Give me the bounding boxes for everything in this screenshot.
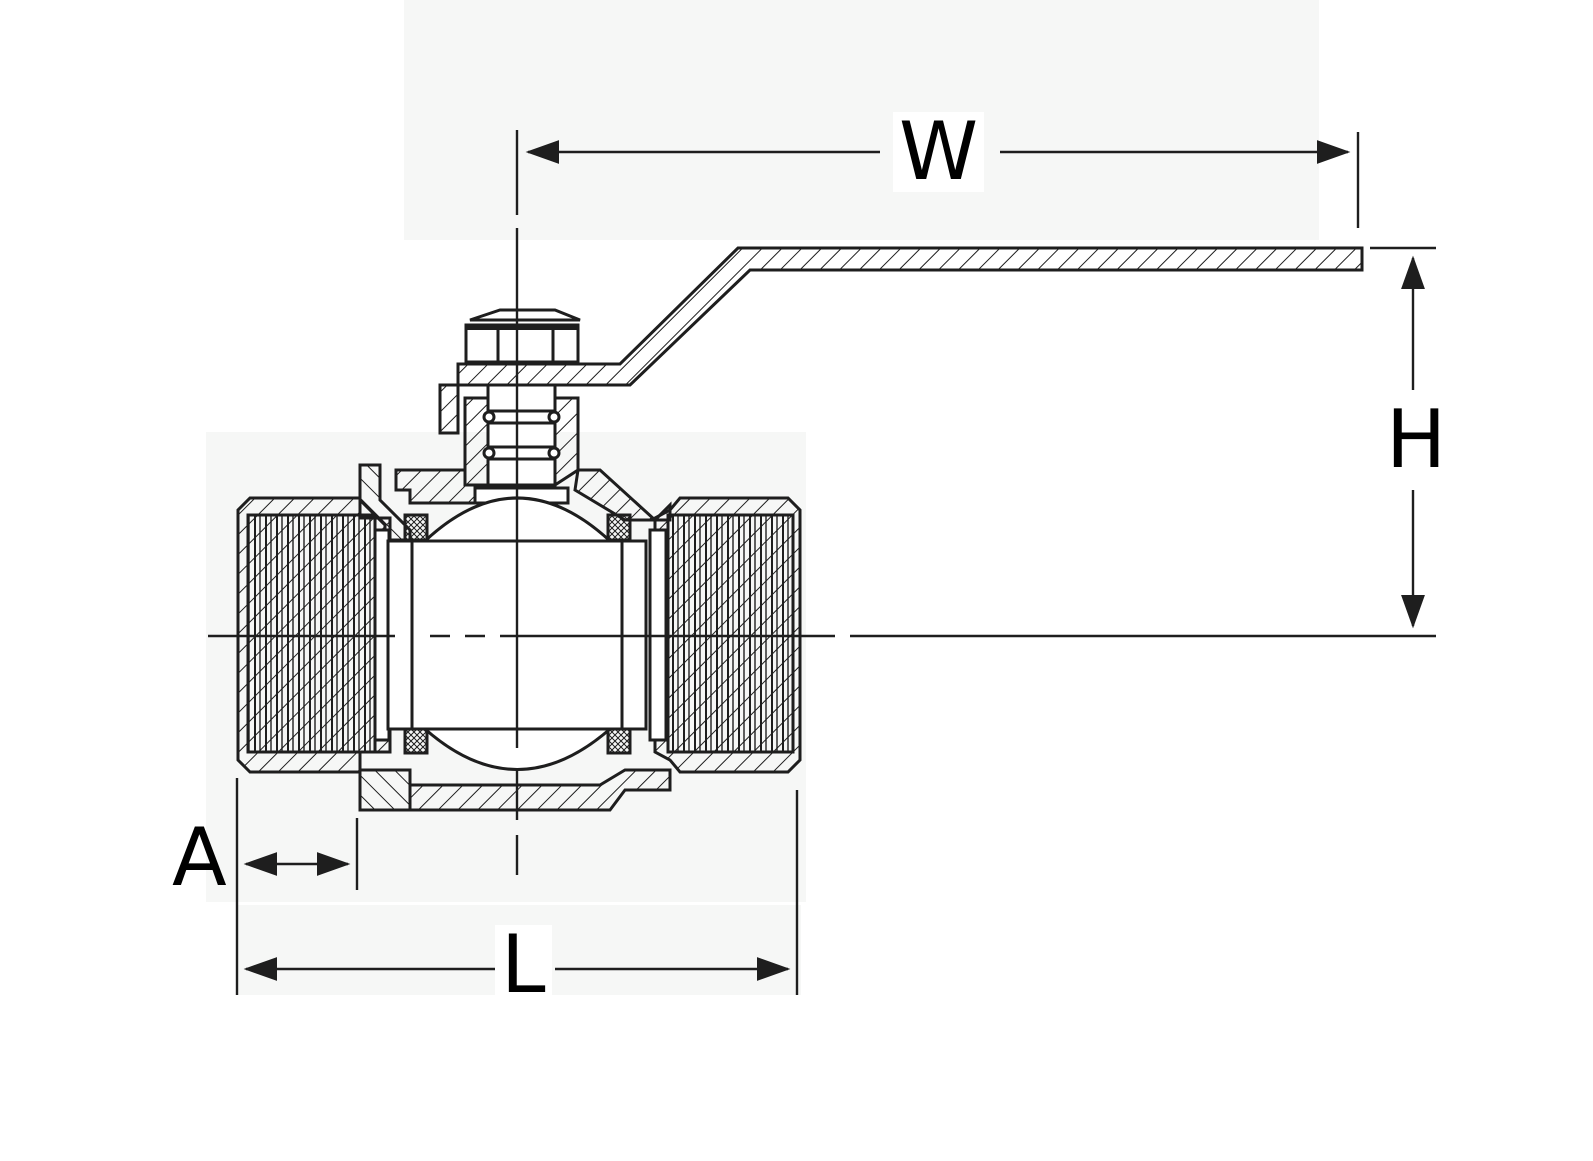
dimension-label-W: W [893, 112, 985, 192]
center-lines [208, 130, 1436, 875]
dimension-L [243, 790, 799, 995]
lever-handle [438, 246, 1364, 435]
dimension-label-H: H [1380, 400, 1453, 480]
dimension-H [1370, 246, 1436, 629]
scan-tint-top [404, 0, 1319, 240]
dimension-W [525, 132, 1360, 228]
dimension-A [235, 778, 359, 995]
seat-bottom-left [403, 726, 429, 755]
valve-body-lower [358, 768, 672, 812]
stem-nut [464, 308, 581, 364]
stem-housing [463, 383, 580, 527]
seat-top-right [606, 513, 632, 542]
seat-top-left [403, 513, 429, 542]
dimension-label-A: A [172, 811, 227, 904]
seat-bottom-right [606, 726, 632, 755]
dimension-label-L: L [495, 925, 552, 1005]
